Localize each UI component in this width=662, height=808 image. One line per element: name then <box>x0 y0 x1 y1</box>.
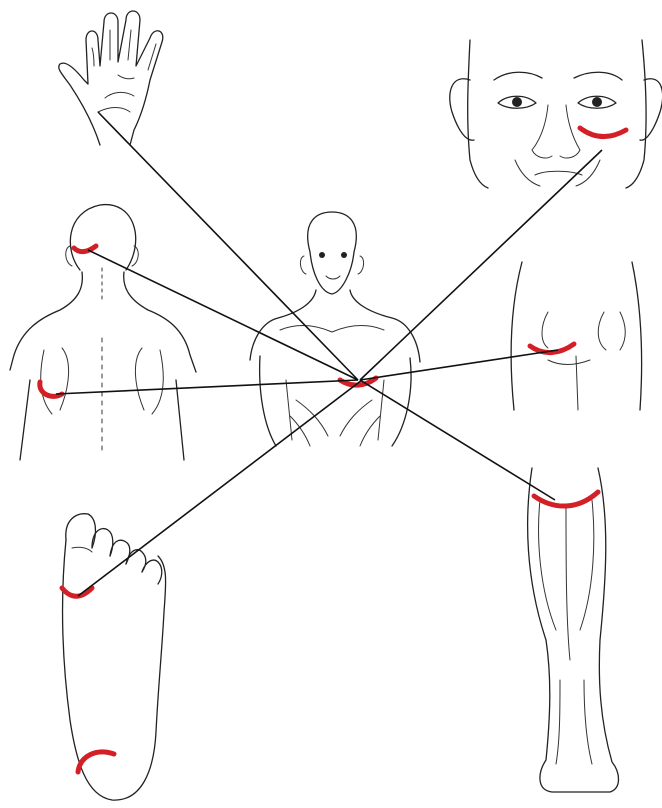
connector-face <box>360 150 602 380</box>
torso-right-eye <box>341 252 347 258</box>
buttocks-figure <box>511 262 641 410</box>
left-eye-pupil <box>512 97 522 107</box>
torso-left-eye <box>319 252 325 258</box>
connector-neck <box>88 250 358 380</box>
cheek-marker <box>580 128 626 137</box>
foot-figure <box>62 514 166 800</box>
calf-marker <box>534 492 598 506</box>
back-figure <box>10 205 196 460</box>
connector-palm <box>98 112 358 380</box>
connector-gluteal <box>360 350 558 380</box>
face-figure <box>450 40 662 188</box>
connector-calf <box>360 380 555 500</box>
connector-shoulder <box>56 380 358 394</box>
connector-foot <box>78 380 362 596</box>
leg-figure <box>528 468 619 792</box>
neck-marker <box>74 246 96 252</box>
right-eye-pupil <box>592 97 602 107</box>
heel-marker <box>78 752 114 772</box>
torso-figure <box>250 212 420 446</box>
